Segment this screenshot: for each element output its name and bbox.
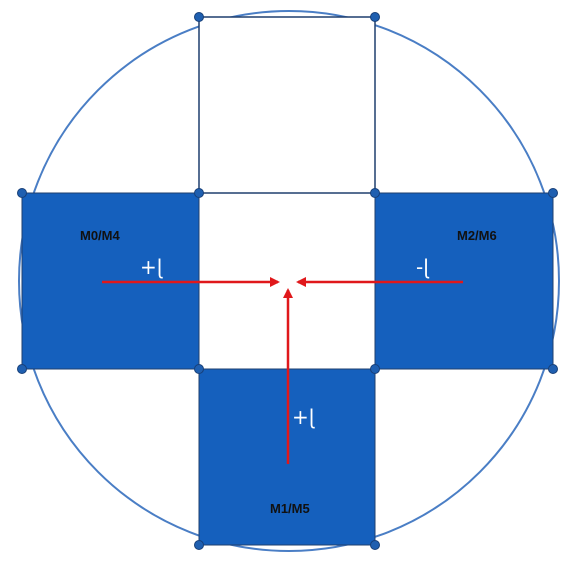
vertex-dot bbox=[370, 188, 380, 198]
vertex-dot bbox=[17, 188, 27, 198]
vertex-dot bbox=[548, 364, 558, 374]
right-arrow-label: -ɭ bbox=[416, 255, 429, 279]
vertex-dots bbox=[17, 12, 558, 550]
vertex-dot bbox=[194, 364, 204, 374]
vertex-dot bbox=[370, 540, 380, 550]
outer-circle bbox=[18, 10, 560, 552]
left-arrow-label: +ɭ bbox=[140, 255, 163, 279]
top-square bbox=[198, 16, 376, 194]
vertex-dot bbox=[17, 364, 27, 374]
vertex-dot bbox=[194, 12, 204, 22]
bottom-magnet-label: M1/M5 bbox=[270, 501, 310, 516]
bottom-arrow-label: +ɭ bbox=[292, 405, 315, 429]
right-magnet-label: M2/M6 bbox=[457, 228, 497, 243]
vertex-dot bbox=[548, 188, 558, 198]
left-magnet-label: M0/M4 bbox=[80, 228, 121, 243]
vertex-dot bbox=[194, 540, 204, 550]
vertex-dot bbox=[370, 364, 380, 374]
vertex-dot bbox=[370, 12, 380, 22]
vertex-dot bbox=[194, 188, 204, 198]
